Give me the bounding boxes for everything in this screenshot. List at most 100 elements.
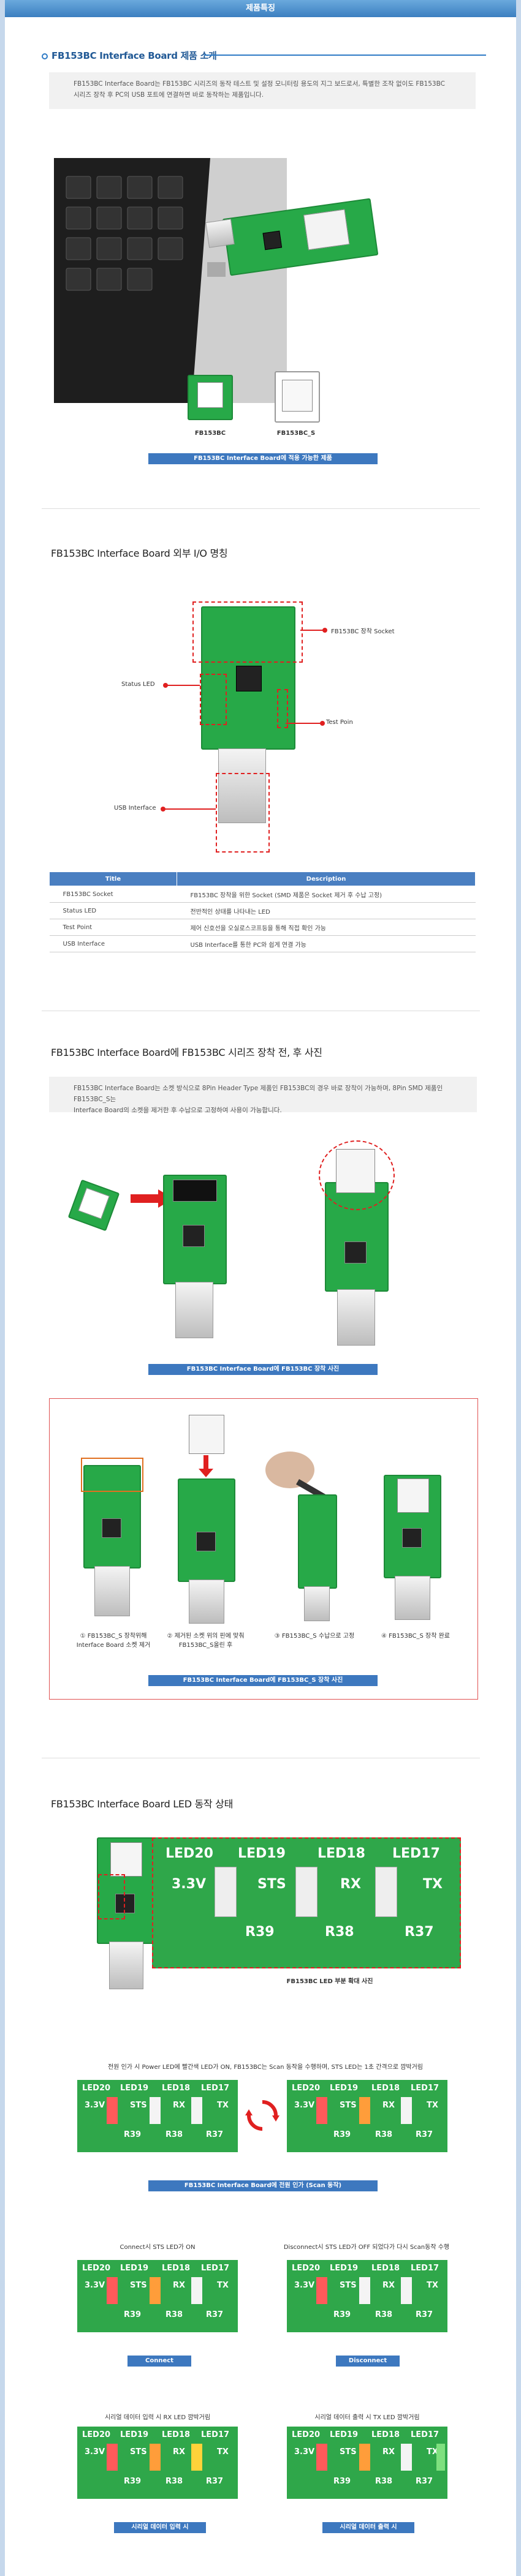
socket-removed-highlight (81, 1458, 143, 1492)
usb-leader (163, 808, 216, 810)
silk-r39: R39 (245, 1924, 275, 1940)
io-table: Title Description FB153BC Socket FB153BC… (49, 872, 476, 952)
module-fb153bc-s (275, 371, 320, 423)
led19-label: LED19 (238, 1846, 286, 1861)
usb-connector (205, 219, 235, 248)
applicable-products-caption: FB153BC Interface Board에 적용 가능한 제품 (148, 453, 378, 464)
fb153bc-mount-caption: FB153BC Interface Board에 FB153BC 장착 사진 (148, 1364, 378, 1375)
step3-label: ③ FB153BC_S 수납으로 고정 (274, 1633, 355, 1640)
socket-leader-dot (322, 628, 327, 633)
page-title: 제품특징 (246, 4, 275, 13)
module-fb153bc (188, 375, 233, 420)
test-point-label: Test Poin (326, 719, 353, 726)
io-table-header-title: Title (49, 872, 177, 886)
section-product-intro-title: FB153BC Interface Board 제품 소개 (42, 49, 217, 62)
usb-plug (189, 1580, 224, 1624)
usb-plug (94, 1566, 130, 1616)
connect-text: Connect시 STS LED가 ON (120, 2244, 196, 2251)
power-on-text: 전원 인가 시 Power LED에 빨간색 LED가 ON, FB153BC는… (107, 2064, 424, 2071)
led-area-highlight (98, 1874, 125, 1919)
usb-plug (304, 1586, 330, 1621)
module-fb153bc-label: FB153BC (194, 430, 226, 437)
socket-highlight (192, 601, 303, 663)
section-divider (42, 508, 480, 509)
usb-leader-dot (161, 807, 165, 812)
silk-3v3: 3.3V (172, 1877, 206, 1892)
usb-plug (337, 1289, 375, 1346)
status-led-label: Status LED (121, 681, 155, 688)
socket-label: FB153BC 장착 Socket (331, 628, 395, 635)
disconnect-text: Disconnect시 STS LED가 OFF 되었다가 다시 Scan동작 … (283, 2244, 450, 2251)
fb153bc-module-photo (67, 1179, 120, 1232)
step1-label: ① FB153BC_S 장착위해 Interface Board 소켓 제거 (76, 1633, 151, 1649)
status-led-highlight (200, 674, 227, 725)
mounted-highlight-circle (319, 1140, 395, 1210)
socket-leader (300, 630, 325, 631)
tx-led-panel: LED20 LED19 LED18 LED17 3.3V STS RX TX R… (287, 2427, 447, 2499)
led-zoom-caption: FB153BC LED 부분 확대 사진 (286, 1978, 373, 1985)
board-before-mount (163, 1175, 227, 1284)
section-io-names-title: FB153BC Interface Board 외부 I/O 명칭 (51, 548, 228, 559)
power-led-panel-b: LED20 LED19 LED18 LED17 3.3V STS RX TX R… (287, 2080, 447, 2152)
silk-tx: TX (423, 1877, 443, 1892)
io-table-header-description: Description (177, 872, 476, 886)
page-header: 제품특징 (5, 0, 516, 17)
silk-r38: R38 (325, 1924, 354, 1940)
section-led-states-title: FB153BC Interface Board LED 동작 상태 (51, 1798, 233, 1810)
led18-label: LED18 (318, 1846, 365, 1861)
step1-board (83, 1465, 141, 1569)
step2-module (189, 1415, 224, 1454)
bullet-icon (42, 53, 48, 59)
insert-arrow-icon (131, 1189, 173, 1210)
product-intro-description: FB153BC Interface Board는 FB153BC 시리즈의 동작… (49, 72, 476, 109)
test-point-leader (286, 723, 322, 724)
cycle-arrows-icon (245, 2098, 280, 2135)
connect-caption: Connect (127, 2356, 191, 2367)
usb-highlight (216, 773, 270, 853)
silk-rx: RX (340, 1877, 361, 1892)
disconnect-led-panel: LED20 LED19 LED18 LED17 3.3V STS RX TX R… (287, 2260, 447, 2332)
section-mount-photos-title: FB153BC Interface Board에 FB153BC 시리즈 장착 … (51, 1047, 322, 1058)
table-row: Test Point 제어 신호선을 오실로스코프등을 통해 직접 확인 가능 (49, 919, 476, 936)
tx-text: 시리얼 데이터 출력 시 TX LED 깜박거림 (314, 2414, 420, 2421)
usb-plug (395, 1576, 430, 1620)
test-point-highlight (277, 689, 288, 728)
table-row: USB Interface USB Interface를 통한 PC와 쉽게 연… (49, 935, 476, 952)
led17-label: LED17 (392, 1846, 440, 1861)
step2-label: ② 제거된 소켓 위의 핀에 맞춰 FB153BC_S올린 후 (167, 1633, 245, 1649)
status-led-leader-dot (163, 683, 168, 688)
test-point-leader-dot (320, 721, 325, 726)
silk-r37: R37 (405, 1924, 434, 1940)
disconnect-caption: Disconnect (336, 2356, 400, 2367)
usb-plug (218, 748, 266, 823)
usb-label: USB Interface (114, 805, 156, 812)
rx-text: 시리얼 데이터 입력 시 RX LED 깜박거림 (104, 2414, 211, 2421)
fb153bc-s-mount-caption: FB153BC Interface Board에 FB153BC_S 장착 사진 (148, 1675, 378, 1686)
table-row: Status LED 전반적인 상태를 나타내는 LED (49, 902, 476, 919)
rx-caption: 시리얼 데이터 입력 시 (114, 2522, 206, 2533)
step4-board (384, 1475, 441, 1578)
tx-caption: 시리얼 데이터 출력 시 (322, 2522, 414, 2533)
power-led-panel-a: LED20 LED19 LED18 LED17 3.3V STS RX TX R… (77, 2080, 238, 2152)
usb-plug (175, 1282, 213, 1338)
led-board-photo (97, 1837, 154, 1944)
step3-board (298, 1494, 337, 1589)
laptop-photo (54, 158, 287, 403)
rx-led-panel: LED20 LED19 LED18 LED17 3.3V STS RX TX R… (77, 2427, 238, 2499)
step2-board (178, 1478, 235, 1582)
connect-led-panel: LED20 LED19 LED18 LED17 3.3V STS RX TX R… (77, 2260, 238, 2332)
mount-description: FB153BC Interface Board는 소켓 방식으로 8Pin He… (49, 1077, 477, 1114)
led-zoom-panel: LED20 LED19 LED18 LED17 3.3V STS RX TX R… (152, 1837, 461, 1968)
module-fb153bc-s-label: FB153BC_S (276, 430, 316, 437)
fb153bc-s-mount-steps (49, 1398, 478, 1700)
table-row: FB153BC Socket FB153BC 장착을 위한 Socket (SM… (49, 886, 476, 903)
silk-sts: STS (257, 1877, 286, 1892)
status-led-leader (165, 685, 200, 686)
step4-label: ④ FB153BC_S 장착 완료 (381, 1633, 450, 1640)
title-underline (204, 55, 486, 56)
power-on-caption: FB153BC Interface Board에 전원 인가 (Scan 동작) (148, 2180, 378, 2191)
led20-label: LED20 (165, 1846, 213, 1861)
usb-plug (109, 1941, 143, 1989)
down-arrow-icon (199, 1455, 213, 1480)
